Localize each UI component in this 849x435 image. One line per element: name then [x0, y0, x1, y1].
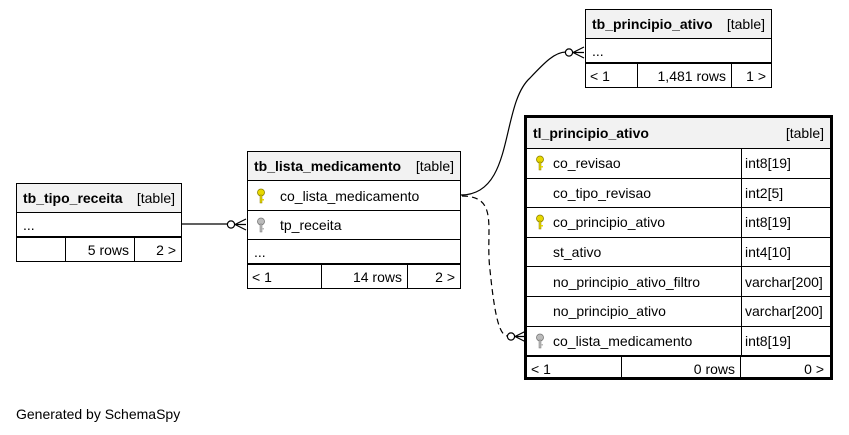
- column-row: st_ativo int4[10]: [527, 237, 830, 268]
- column-row: co_lista_medicamento int8[19]: [527, 326, 830, 357]
- table-kind: [table]: [136, 190, 175, 206]
- generated-by-caption: Generated by SchemaSpy: [16, 406, 181, 422]
- edge-crowfoot: [234, 218, 247, 231]
- footer-prev: < 1: [527, 357, 622, 381]
- key-icon: [527, 155, 549, 171]
- footer-rows: 14 rows: [322, 265, 408, 288]
- table-name: tb_lista_medicamento: [254, 158, 402, 174]
- column-type: varchar[200]: [741, 267, 830, 296]
- column-name: no_principio_ativo_filtro: [553, 273, 701, 290]
- table-name: tb_principio_ativo: [592, 16, 713, 32]
- footer-next: 2 >: [156, 241, 176, 258]
- edge-end-circle: [226, 220, 236, 229]
- edge-end-circle: [564, 48, 574, 57]
- footer-prev: < 1: [248, 265, 322, 288]
- column-name: co_lista_medicamento: [553, 332, 693, 349]
- table-footer: < 1 14 rows 2 >: [248, 264, 460, 288]
- ellipsis: ...: [592, 42, 604, 59]
- footer-next: 2 >: [435, 268, 455, 285]
- column-row: co_principio_ativo int8[19]: [527, 208, 830, 238]
- column-name: co_tipo_revisao: [553, 184, 652, 201]
- column-type: int8[19]: [741, 149, 830, 178]
- column-name: co_lista_medicamento: [280, 187, 420, 204]
- footer-rows: 5 rows: [66, 238, 135, 261]
- table-tb-lista-medicamento[interactable]: tb_lista_medicamento [table] co_lista_me…: [247, 151, 461, 289]
- table-footer: < 1 0 rows 0 >: [527, 356, 830, 381]
- column-row: co_tipo_revisao int2[5]: [527, 178, 830, 209]
- column-name: co_principio_ativo: [553, 214, 666, 231]
- footer-prev: [17, 238, 66, 261]
- table-tb-principio-ativo[interactable]: tb_principio_ativo [table] ... < 1 1,481…: [585, 9, 772, 88]
- table-header: tl_principio_ativo [table]: [527, 118, 830, 149]
- footer-prev: < 1: [586, 64, 638, 87]
- table-name: tl_principio_ativo: [533, 125, 649, 141]
- table-tb-tipo-receita[interactable]: tb_tipo_receita [table] ... 5 rows 2 >: [16, 183, 182, 262]
- column-type: int8[19]: [741, 326, 830, 356]
- column-row: co_revisao int8[19]: [527, 149, 830, 179]
- ellipsis: ...: [254, 243, 266, 260]
- column-row: no_principio_ativo_filtro varchar[200]: [527, 267, 830, 297]
- table-footer: < 1 1,481 rows 1 >: [586, 63, 771, 87]
- key-icon: [248, 188, 270, 204]
- column-list: co_revisao int8[19] co_tipo_revisao int2[5]…: [527, 149, 830, 357]
- column-type: int4[10]: [741, 237, 830, 267]
- column-type: varchar[200]: [741, 296, 830, 326]
- edge-lista-to-principio: [460, 51, 567, 196]
- ellipsis: ...: [23, 216, 35, 233]
- column-row: no_principio_ativo varchar[200]: [527, 296, 830, 327]
- table-footer: 5 rows 2 >: [17, 237, 181, 261]
- ellipsis-row: ...: [586, 39, 771, 63]
- table-header: tb_principio_ativo [table]: [586, 10, 771, 39]
- key-icon: [527, 214, 549, 230]
- key-icon: [527, 333, 549, 349]
- edge-end-circle: [506, 332, 516, 341]
- footer-next: 0 >: [804, 360, 824, 377]
- column-row: co_lista_medicamento: [248, 181, 460, 211]
- table-kind: [table]: [415, 158, 454, 174]
- footer-rows: 1,481 rows: [638, 64, 732, 87]
- column-name: no_principio_ativo: [553, 303, 666, 320]
- ellipsis-row: ...: [17, 213, 181, 237]
- column-name: st_ativo: [553, 244, 602, 261]
- table-header: tb_tipo_receita [table]: [17, 184, 181, 213]
- column-type: int8[19]: [741, 208, 830, 237]
- table-name: tb_tipo_receita: [23, 190, 123, 206]
- footer-next: 1 >: [746, 67, 766, 84]
- ellipsis-row: ...: [248, 240, 460, 264]
- edge-crowfoot: [572, 46, 585, 59]
- column-name: tp_receita: [280, 217, 342, 233]
- key-icon: [248, 217, 270, 233]
- column-name: co_revisao: [553, 155, 621, 172]
- table-kind: [table]: [726, 16, 765, 32]
- column-type: int2[5]: [741, 178, 830, 208]
- table-kind: [table]: [785, 125, 824, 141]
- table-header: tb_lista_medicamento [table]: [248, 152, 460, 181]
- edge-lista-to-tl: [461, 195, 509, 337]
- column-row: tp_receita: [248, 211, 460, 240]
- footer-rows: 0 rows: [622, 357, 741, 381]
